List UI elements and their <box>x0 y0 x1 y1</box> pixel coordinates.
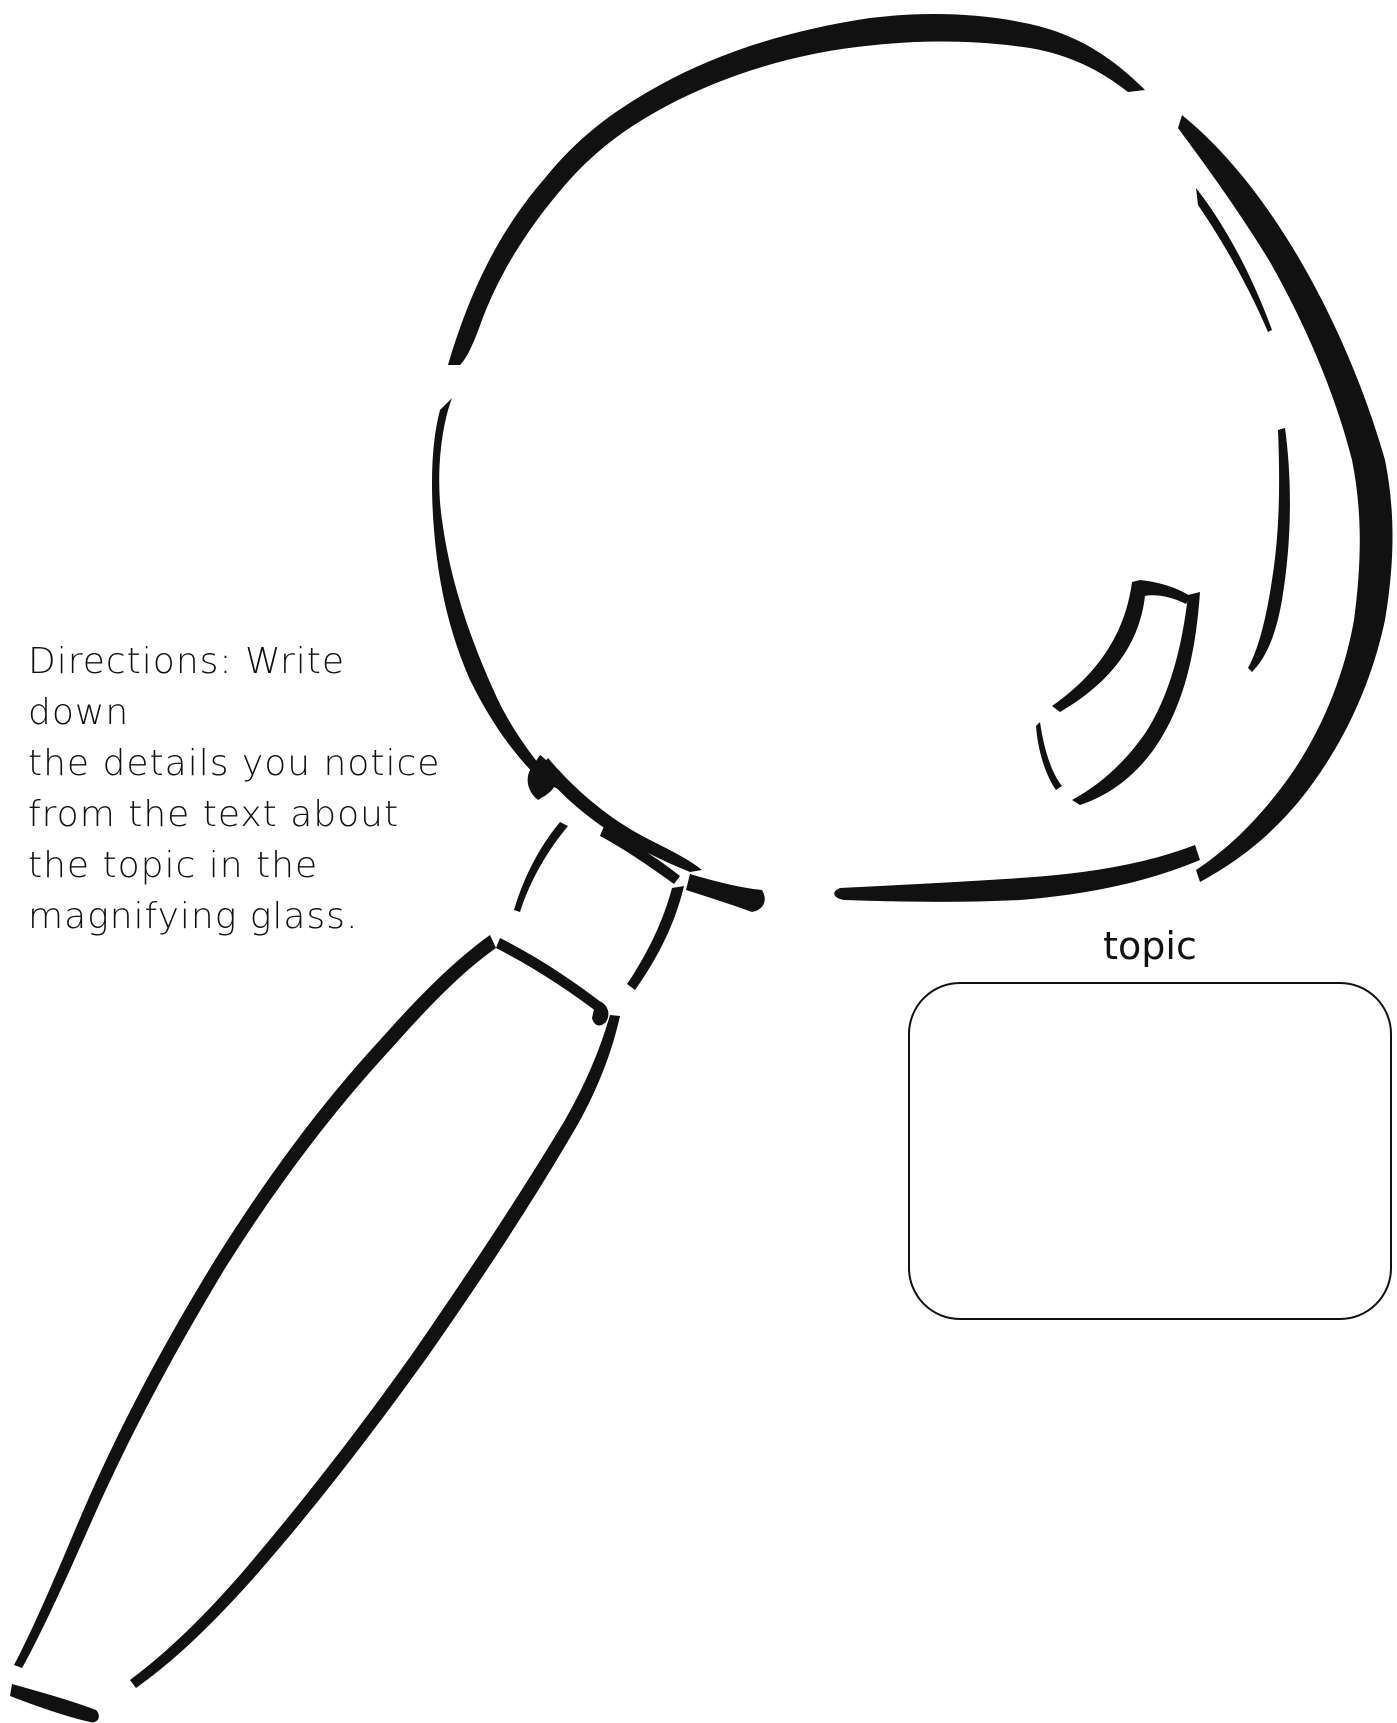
collar-shard-left <box>514 822 568 912</box>
collar-right-cap <box>686 874 765 912</box>
lens-outline <box>432 14 1393 902</box>
topic-answer-box[interactable] <box>908 982 1392 1320</box>
collar-stem-right <box>627 886 684 990</box>
collar <box>514 755 765 990</box>
lens-glare <box>1036 580 1200 805</box>
lens-inner-right-lower-arc <box>1248 428 1290 672</box>
handle-top-band <box>496 938 606 1014</box>
lens-bottom-arc <box>834 845 1200 902</box>
glare-tick <box>1036 722 1062 790</box>
handle <box>10 935 620 1722</box>
lens-top-arc <box>448 14 1145 365</box>
topic-label: topic <box>1090 924 1210 968</box>
handle-right-edge <box>130 1015 620 1688</box>
directions-text: Directions: Write down the details you n… <box>28 636 448 942</box>
lens-left-arc <box>432 398 560 790</box>
handle-end-cap <box>10 1684 99 1722</box>
lens-bottom-left-arc <box>540 758 702 872</box>
